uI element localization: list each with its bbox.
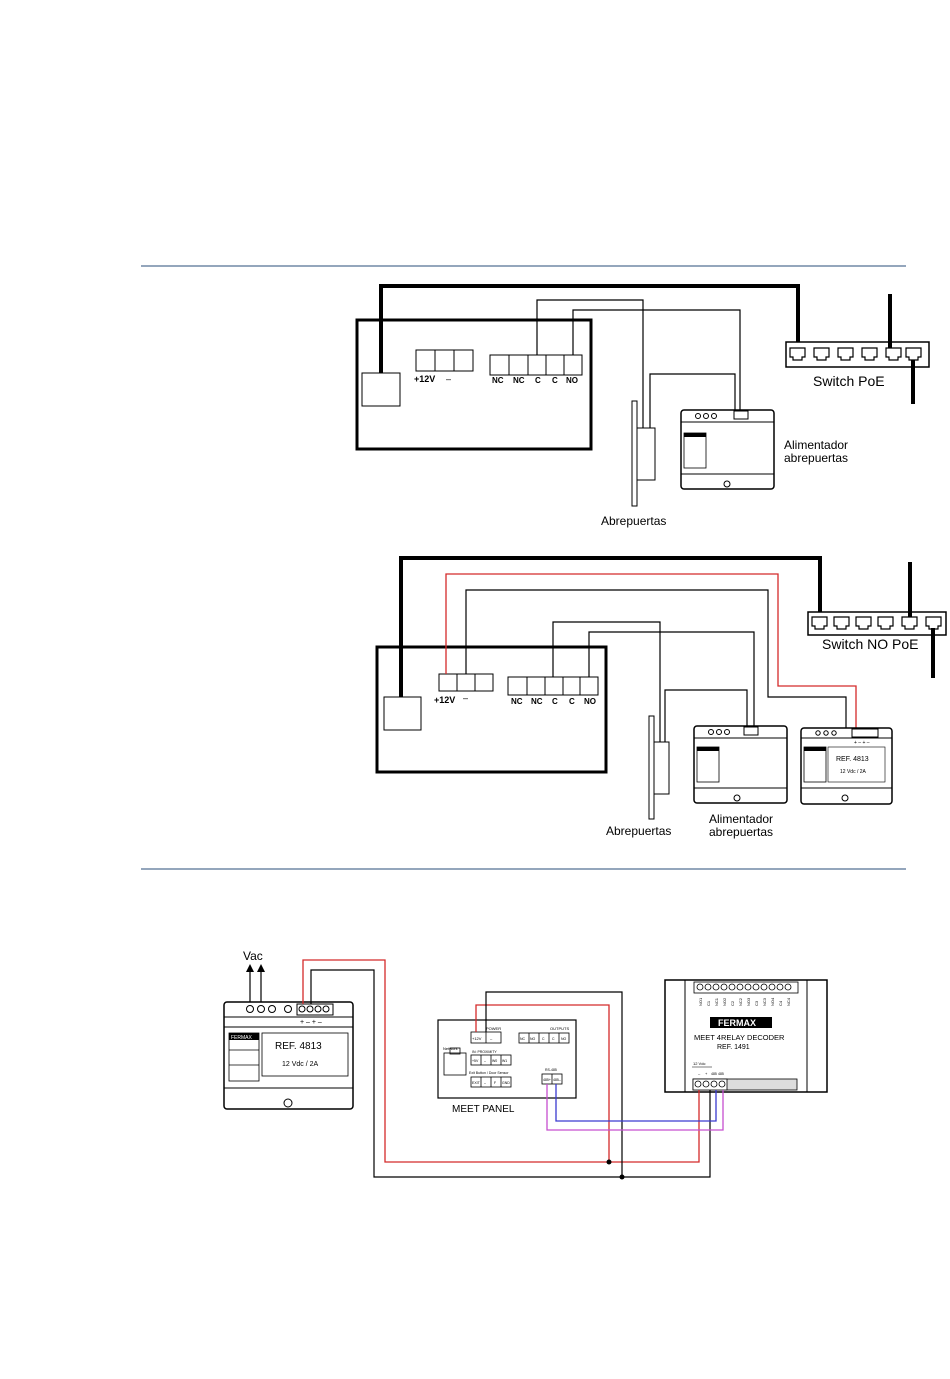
panel-terminal: NO	[530, 1037, 536, 1041]
panel-terminal: W1	[502, 1059, 507, 1063]
decoder-terminal: NO2	[722, 997, 727, 1006]
decoder-brand-badge	[710, 1017, 772, 1028]
psu-label-1: Alimentador	[709, 812, 773, 826]
door-lock	[648, 715, 655, 820]
panel-terminal: W0	[492, 1059, 497, 1063]
terminal-label: NC	[513, 376, 525, 385]
decoder-terminal: NC2	[738, 997, 743, 1006]
power-supply-4813	[800, 727, 893, 805]
panel-box	[375, 645, 608, 774]
panel-box	[355, 318, 593, 451]
diagram-1-poe: +12V – NC NC C C NO Switch PoE	[355, 284, 930, 528]
decoder-terminal: NO1	[698, 997, 703, 1006]
terminal-label: –	[463, 693, 468, 703]
psu-label-2: abrepuertas	[709, 825, 773, 839]
decoder-name: MEET 4RELAY DECODER	[694, 1033, 785, 1042]
decoder-terminal: C3	[754, 1000, 759, 1006]
panel-terminal: –	[490, 1036, 493, 1041]
rj45-port	[361, 372, 401, 407]
terminal-label: NO	[566, 376, 578, 385]
panel-terminal: NC	[520, 1037, 526, 1041]
decoder-terminal: 485	[718, 1072, 724, 1076]
decoder-terminal: NC3	[762, 997, 767, 1006]
panel-terminal: –	[484, 1059, 486, 1063]
network-cable	[379, 284, 800, 373]
panel-terminal: 485–	[553, 1078, 561, 1082]
panel-terminal: +5V	[472, 1059, 479, 1063]
terminal-label: +12V	[414, 374, 435, 384]
panel-terminal: GND	[502, 1081, 510, 1085]
relay-decoder-1491	[664, 979, 828, 1093]
lock-power-supply	[693, 725, 788, 804]
panel-terminal: F	[494, 1081, 496, 1085]
psu-terminals: + – + –	[854, 740, 870, 746]
panel-terminal: +12V	[472, 1036, 482, 1041]
decoder-terminal: C4	[778, 1000, 783, 1006]
lock-label: Abrepuertas	[606, 824, 671, 838]
panel-in-label: IN: PROXIMITY	[472, 1050, 497, 1054]
terminal-label: NO	[584, 697, 596, 706]
terminal-label: C	[569, 697, 575, 706]
decoder-terminal: C2	[730, 1000, 735, 1006]
psu-brand: FERMAX	[231, 1035, 253, 1041]
panel-terminal: NO	[561, 1037, 567, 1041]
switch-label: Switch NO PoE	[822, 636, 918, 652]
panel-terminal: EXIT	[472, 1081, 481, 1085]
lock-power-supply	[680, 409, 775, 490]
terminal-label: +12V	[434, 695, 455, 705]
panel-terminal: –	[484, 1081, 486, 1085]
panel-terminal: C	[542, 1037, 545, 1041]
rj45-port	[383, 696, 422, 731]
decoder-terminal: +	[705, 1071, 708, 1076]
switch-no-poe	[807, 611, 947, 636]
panel-exit-label: Exit Button / Door Sensor	[469, 1071, 509, 1075]
vac-label: Vac	[243, 949, 263, 963]
panel-label: MEET PANEL	[452, 1104, 515, 1115]
decoder-terminal: –	[698, 1071, 701, 1076]
psu-ref: REF. 4813	[275, 1041, 322, 1052]
terminal-label: C	[535, 376, 541, 385]
switch-label: Switch PoE	[813, 373, 885, 389]
psu-label-2: abrepuertas	[784, 451, 848, 465]
terminal-label: NC	[492, 376, 504, 385]
psu-spec: 12 Vdc / 2A	[282, 1061, 319, 1068]
decoder-terminal: NO4	[770, 997, 775, 1006]
panel-terminal: C	[552, 1037, 555, 1041]
panel-outputs-label: OUTPUTS	[550, 1026, 569, 1031]
terminal-label: C	[552, 697, 558, 706]
terminal-label: NC	[531, 697, 543, 706]
decoder-terminal: NC4	[786, 997, 791, 1006]
decoder-12vdc: 12 Vdc	[693, 1061, 705, 1066]
power-supply-4813	[223, 1001, 354, 1110]
psu-terminals: + – + –	[300, 1019, 322, 1026]
panel-terminal: 485+	[543, 1078, 551, 1082]
network-cable	[399, 556, 822, 697]
psu-spec: 12 Vdc / 2A	[840, 769, 867, 775]
decoder-ref: REF. 1491	[717, 1044, 750, 1051]
switch-poe	[785, 341, 930, 368]
psu-label-1: Alimentador	[784, 438, 848, 452]
decoder-brand: FERMAX	[718, 1018, 756, 1028]
decoder-terminal: C1	[706, 1000, 711, 1006]
panel-power-label: POWER	[486, 1026, 501, 1031]
terminal-label: NC	[511, 697, 523, 706]
panel-rs485-label: RS-485	[545, 1068, 557, 1072]
decoder-terminal: NC1	[714, 997, 719, 1006]
decoder-terminal: 485	[711, 1072, 717, 1076]
terminal-label: –	[446, 374, 451, 384]
terminal-label: C	[552, 376, 558, 385]
door-lock	[631, 400, 638, 507]
diagram-2-no-poe: +12V – NC NC C C NO Switch NO PoE	[375, 556, 947, 839]
psu-ref: REF. 4813	[836, 756, 869, 763]
lock-label: Abrepuertas	[601, 514, 666, 528]
decoder-terminal: NO3	[746, 997, 751, 1006]
diagram-3-meet-decoder: Vac + – + – FERMAX REF. 4813 12 Vdc / 2A…	[223, 949, 828, 1180]
